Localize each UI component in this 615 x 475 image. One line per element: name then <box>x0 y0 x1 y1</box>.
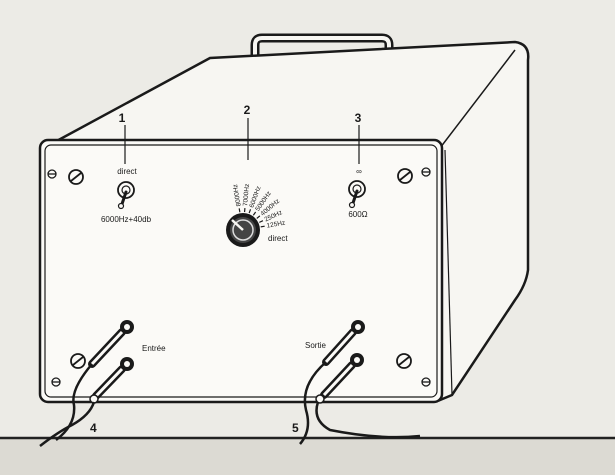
screw-bottom-left <box>51 377 61 387</box>
selector-tick <box>252 211 257 216</box>
callout-4: 4 <box>90 421 97 435</box>
selector-tick <box>259 220 264 223</box>
output-cable <box>299 361 327 445</box>
screw-large-top-right <box>397 168 413 184</box>
output-jack-lower[interactable] <box>320 353 364 399</box>
selector-ticks <box>238 208 265 228</box>
selector-tick <box>238 208 241 213</box>
switch-1-top-label: direct <box>117 167 137 176</box>
selector-position-label: 8000Hz <box>232 184 243 207</box>
selector-position-label: 125Hz <box>266 220 286 230</box>
front-panel <box>38 138 444 404</box>
selector-tick <box>260 225 265 228</box>
rotary-selector-knob[interactable] <box>226 213 260 247</box>
selector-direct-label: direct <box>268 234 288 243</box>
screw-bottom-right <box>421 377 431 387</box>
callout-1: 1 <box>119 111 126 125</box>
toggle-switch-1[interactable] <box>117 181 135 210</box>
screw-large-bottom-left <box>70 353 86 369</box>
input-jack-upper[interactable] <box>88 320 134 368</box>
output-label: Sortie <box>305 341 326 350</box>
switch-3-bottom-label: 600Ω <box>348 210 367 219</box>
case-body <box>39 40 530 402</box>
screw-top-right <box>421 167 431 177</box>
toggle-switch-3[interactable] <box>348 180 366 209</box>
selector-tick <box>256 215 261 219</box>
screw-top-left <box>47 169 57 179</box>
callout-2: 2 <box>244 103 251 117</box>
switch-1-bottom-label: 6000Hz+40db <box>101 215 152 224</box>
selector-position-label: 7000Hz <box>242 184 251 207</box>
selector-tick <box>248 209 252 214</box>
screw-large-bottom-right <box>396 353 412 369</box>
output-jack-upper[interactable] <box>322 320 365 366</box>
input-cable <box>55 363 93 441</box>
floor <box>0 438 615 475</box>
input-label: Entrée <box>142 344 166 353</box>
switch-3-top-label: ∞ <box>356 167 362 176</box>
callout-3: 3 <box>355 111 362 125</box>
callout-5: 5 <box>292 421 299 435</box>
screw-large-top-left <box>68 169 84 185</box>
input-jack-lower[interactable] <box>92 357 134 400</box>
